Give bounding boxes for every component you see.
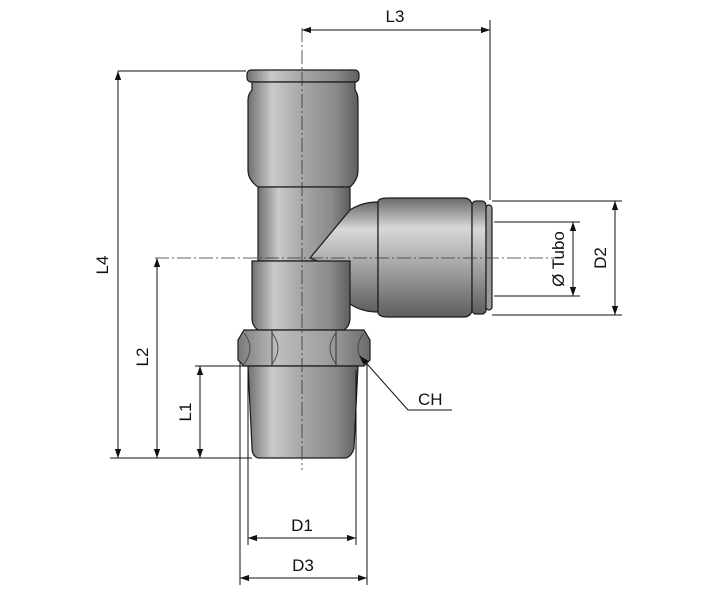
dimension-l4: L4: [93, 70, 252, 459]
dimension-l2: L2: [133, 258, 161, 458]
side-collet-ring: [471, 200, 487, 315]
dimension-tube: Ø Tubo: [494, 221, 580, 297]
hex-chamfer-mid-left: [271, 332, 279, 365]
dimension-l1: L1: [176, 365, 246, 458]
top-collet-ring: [246, 69, 360, 83]
label-l3: L3: [386, 7, 405, 26]
dimension-l3: L3: [302, 7, 491, 200]
threaded-stem: [247, 365, 359, 459]
label-d3: D3: [292, 556, 314, 575]
label-d2: D2: [591, 247, 610, 269]
side-collet-lip: [485, 204, 493, 311]
lower-body: [251, 260, 351, 331]
fitting-body: [237, 69, 493, 459]
label-ch: CH: [418, 390, 443, 409]
label-d1: D1: [291, 516, 313, 535]
hex-nut: [237, 329, 371, 367]
label-tube: Ø Tubo: [549, 231, 568, 287]
label-l1: L1: [176, 403, 195, 422]
dimension-ch: CH: [359, 355, 452, 411]
center-lines: [155, 28, 560, 470]
side-cartridge: [377, 197, 473, 318]
top-cartridge: [247, 81, 359, 188]
dimension-d1: D1: [247, 370, 357, 545]
label-l2: L2: [133, 348, 152, 367]
hex-chamfer-left: [243, 332, 251, 365]
dimension-d2: D2: [492, 200, 622, 316]
hex-chamfer-mid-right: [329, 332, 337, 365]
dimension-d3: D3: [239, 362, 368, 585]
label-l4: L4: [93, 256, 112, 275]
